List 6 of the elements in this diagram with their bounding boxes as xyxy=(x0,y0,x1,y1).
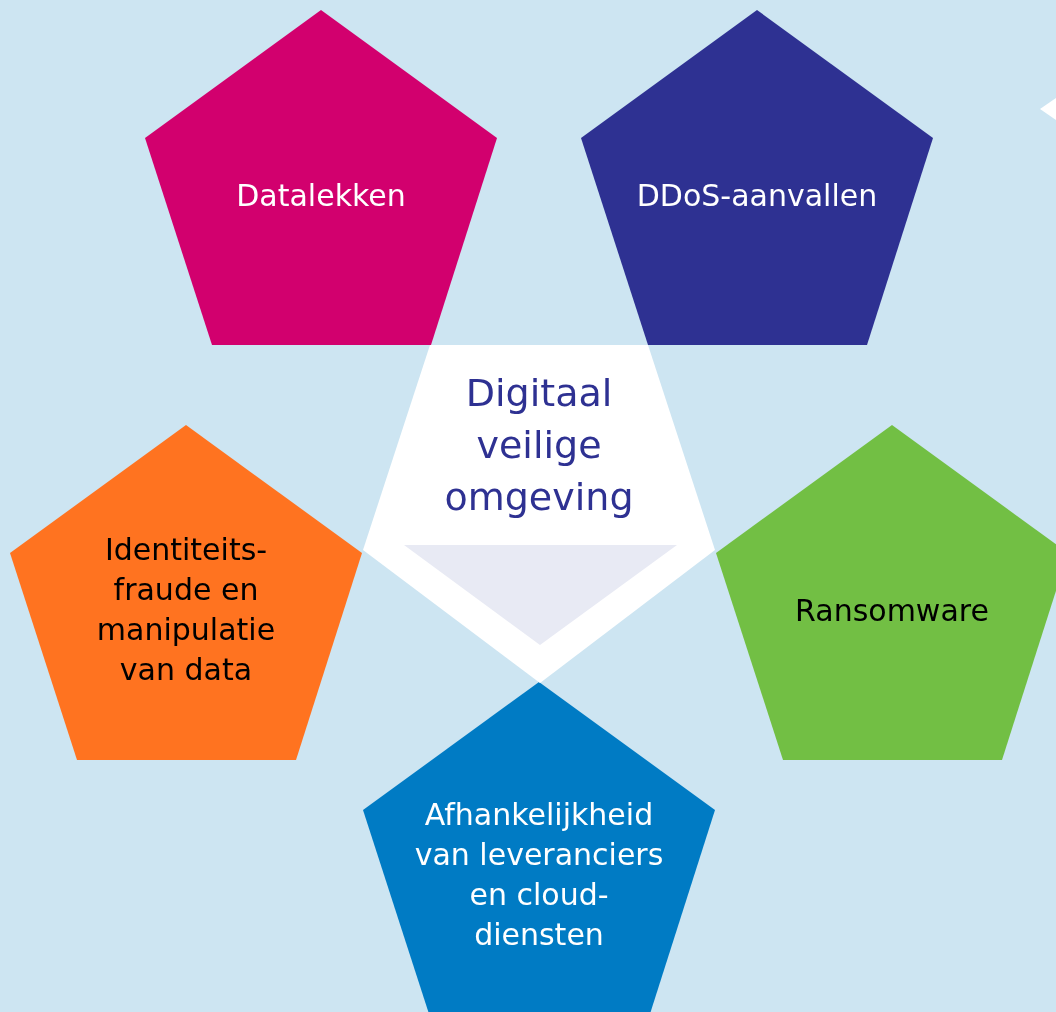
threat-label: Datalekken xyxy=(235,177,407,215)
threat-label: Afhankelijkheid van leveranciers en cloud- diensten xyxy=(413,796,665,954)
threat-label: Identiteits- fraude en manipulatie van data xyxy=(95,531,277,689)
threat-label: Ransomware xyxy=(794,592,990,630)
center-label: Digitaal veilige omgeving xyxy=(443,370,635,521)
threat-label: DDoS-aanvallen xyxy=(635,177,879,215)
